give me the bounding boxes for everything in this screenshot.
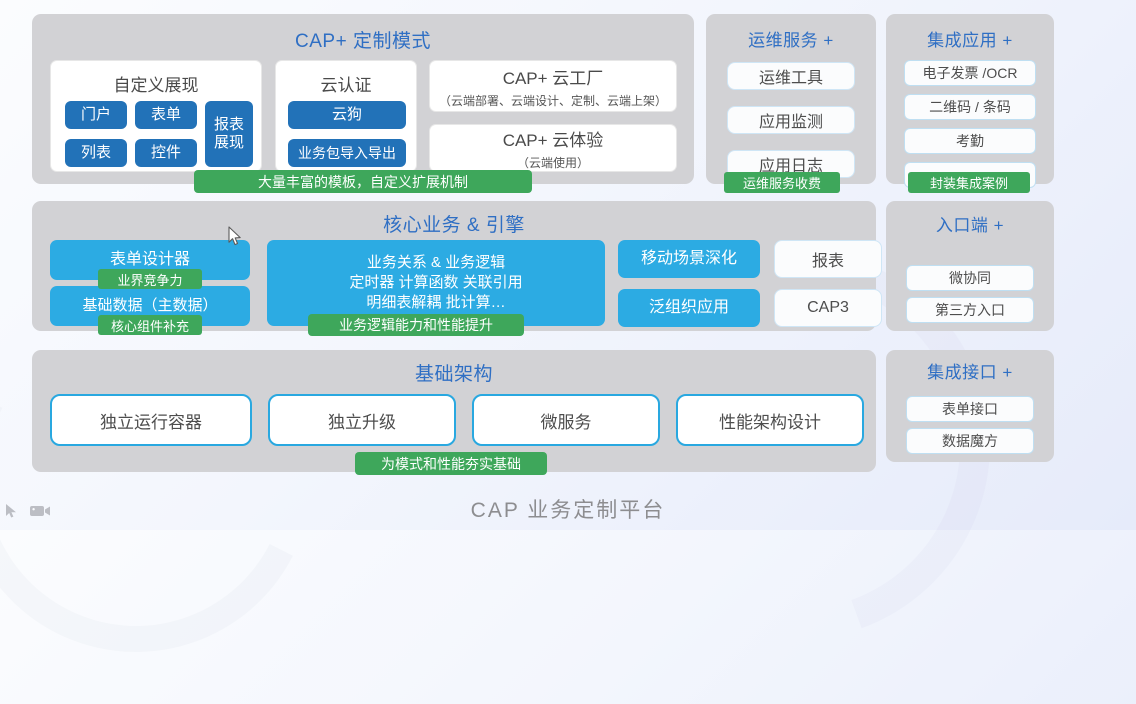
panel-ops-service: 运维服务 + 运维工具 应用监测 应用日志 [706, 14, 876, 184]
card-cloud-auth: 云认证 云狗 业务包导入导出 [275, 60, 417, 172]
card-title-cloud-experience: CAP+ 云体验 [502, 130, 604, 150]
panel-title-infrastructure: 基础架构 [414, 364, 493, 385]
chip-line-business-relations: 业务关系 & 业务逻辑 [366, 253, 506, 271]
badge-ops-service-charged: 运维服务收费 [724, 172, 840, 193]
chip-control[interactable]: 控件 [135, 139, 197, 167]
badge-rich-templates: 大量丰富的模板，自定义扩展机制 [194, 170, 532, 193]
chip-list[interactable]: 列表 [65, 139, 127, 167]
panel-title-cap-custom-mode: CAP+ 定制模式 [295, 31, 431, 52]
pointer-icon[interactable] [4, 503, 20, 519]
panel-entry-points: 入口端 + 微协同 第三方入口 [886, 201, 1054, 331]
pill-performance-architecture[interactable]: 性能架构设计 [676, 394, 864, 446]
page-footer-title: CAP 业务定制平台 [470, 499, 666, 522]
card-title-cloud-factory: CAP+ 云工厂 [502, 68, 604, 88]
panel-title-integration-apps: 集成应用 + [927, 31, 1013, 50]
panel-title-entry-points: 入口端 + [935, 216, 1005, 235]
card-title-custom-display: 自定义展现 [113, 76, 199, 95]
badge-core-component-supplement: 核心组件补充 [98, 315, 202, 335]
panel-integration-apps: 集成应用 + 电子发票 /OCR 二维码 / 条码 考勤 ... [886, 14, 1054, 188]
chip-line-detail-decoupling: 明细表解耦 批计算… [366, 294, 506, 312]
pill-microservice[interactable]: 微服务 [472, 394, 660, 446]
chip-report-display[interactable]: 报表 展现 [205, 101, 253, 167]
pill-e-invoice-ocr[interactable]: 电子发票 /OCR [904, 60, 1036, 86]
pill-attendance[interactable]: 考勤 [904, 128, 1036, 154]
pill-app-monitoring[interactable]: 应用监测 [727, 106, 855, 134]
pill-ops-tools[interactable]: 运维工具 [727, 62, 855, 90]
badge-business-logic-performance: 业务逻辑能力和性能提升 [308, 314, 524, 336]
panel-core-business-engine: 核心业务 & 引擎 表单设计器 业界竞争力 基础数据（主数据） 核心组件补充 业… [32, 201, 882, 336]
chip-report-display-label: 报表 展现 [213, 116, 244, 151]
panel-cap-custom-mode: CAP+ 定制模式 自定义展现 门户 表单 报表 展现 列表 控件 云认证 云狗… [32, 14, 694, 184]
chip-business-package-io[interactable]: 业务包导入导出 [288, 139, 406, 167]
chip-line-timer-functions: 定时器 计算函数 关联引用 [349, 273, 523, 291]
panel-title-integration-interfaces: 集成接口 + [927, 363, 1013, 382]
toolbar-overlay [4, 503, 51, 519]
chip-form[interactable]: 表单 [135, 101, 197, 129]
chip-portal[interactable]: 门户 [65, 101, 127, 129]
badge-solid-foundation: 为模式和性能夯实基础 [355, 452, 547, 475]
video-camera-icon[interactable] [29, 503, 51, 519]
pill-third-party-entry[interactable]: 第三方入口 [906, 297, 1034, 323]
badge-packaged-integration-cases: 封装集成案例 [908, 172, 1030, 193]
pill-data-cube[interactable]: 数据魔方 [906, 428, 1034, 454]
pill-form-interface[interactable]: 表单接口 [906, 396, 1034, 422]
pill-report[interactable]: 报表 [774, 240, 882, 278]
card-custom-display: 自定义展现 门户 表单 报表 展现 列表 控件 [50, 60, 262, 172]
badge-industry-competitiveness: 业界竞争力 [98, 269, 202, 289]
pill-micro-collaboration[interactable]: 微协同 [906, 265, 1034, 291]
card-subtitle-cloud-experience: （云端使用） [516, 155, 589, 170]
panel-infrastructure: 基础架构 独立运行容器 独立升级 微服务 性能架构设计 [32, 350, 876, 472]
panel-integration-interfaces: 集成接口 + 表单接口 数据魔方 [886, 350, 1054, 462]
card-cloud-experience[interactable]: CAP+ 云体验 （云端使用） [429, 124, 677, 172]
card-title-cloud-auth: 云认证 [320, 76, 372, 95]
card-subtitle-cloud-factory: （云端部署、云端设计、定制、云端上架） [438, 93, 667, 108]
card-cloud-factory[interactable]: CAP+ 云工厂 （云端部署、云端设计、定制、云端上架） [429, 60, 677, 112]
chip-mobile-scenario[interactable]: 移动场景深化 [618, 240, 760, 278]
pill-cap3[interactable]: CAP3 [774, 289, 882, 327]
architecture-diagram: CAP+ 定制模式 自定义展现 门户 表单 报表 展现 列表 控件 云认证 云狗… [4, 14, 1054, 522]
panel-title-core-business-engine: 核心业务 & 引擎 [383, 215, 525, 236]
chip-cloud-dog[interactable]: 云狗 [288, 101, 406, 129]
pill-standalone-upgrade[interactable]: 独立升级 [268, 394, 456, 446]
pill-standalone-container[interactable]: 独立运行容器 [50, 394, 252, 446]
pill-qrcode-barcode[interactable]: 二维码 / 条码 [904, 94, 1036, 120]
chip-master-data[interactable]: 基础数据（主数据） [50, 286, 250, 326]
chip-business-relations-logic[interactable]: 业务关系 & 业务逻辑 定时器 计算函数 关联引用 明细表解耦 批计算… [267, 240, 605, 326]
panel-title-ops-service: 运维服务 + [748, 31, 834, 50]
chip-pan-organization-app[interactable]: 泛组织应用 [618, 289, 760, 327]
